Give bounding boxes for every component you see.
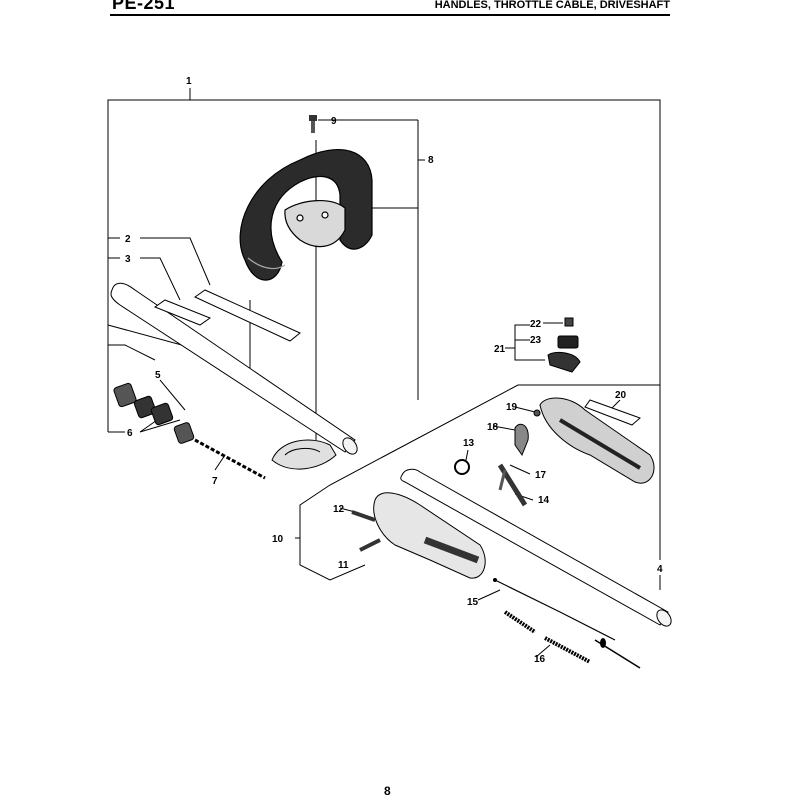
callout-12: 12 [333,504,345,515]
section-title: HANDLES, THROTTLE CABLE, DRIVESHAFT [434,0,670,11]
callout-2: 2 [125,234,131,245]
throttle-small-parts [454,409,541,507]
callout-4: 4 [657,564,663,575]
leader-line-5 [108,344,186,411]
rear-handle-part [373,492,486,579]
leader-line-21 [505,324,545,361]
loop-handle-part [239,149,373,281]
callout-22: 22 [530,319,542,330]
drive-cable-part [194,438,266,480]
callout-9: 9 [331,116,337,127]
callout-21: 21 [494,344,506,355]
leader-line-15 [477,589,501,601]
page-number: 8 [384,784,391,798]
leader-line-1 [107,88,661,560]
leader-line-16 [535,644,551,658]
stop-switch-parts [547,317,581,373]
callout-19: 19 [506,402,518,413]
callout-3: 3 [125,254,131,265]
upper-tube-part [110,282,358,455]
callout-14: 14 [538,495,550,506]
handle-screws-parts [351,510,381,552]
leader-line-18 [492,425,516,431]
grip-sticker-parts [153,289,301,342]
leader-line-3 [140,257,181,301]
throttle-cable-part [493,578,616,641]
callout-6: 6 [127,428,133,439]
callout-8: 8 [428,155,434,166]
callout-10: 10 [272,534,284,545]
callout-18: 18 [487,422,499,433]
callout-13: 13 [463,438,475,449]
model-number: PE-251 [112,0,176,13]
handle-screw-part [309,115,317,133]
callout-20: 20 [615,390,627,401]
handle-clamp-part [271,439,337,470]
leader-line-2 [140,237,211,286]
callout-1: 1 [186,76,192,87]
throttle-housing-part [539,397,655,484]
callout-23: 23 [530,335,542,346]
leader-line-8 [372,120,425,400]
callout-7: 7 [212,476,218,487]
header-rule [110,14,670,16]
spring-parts [503,610,641,669]
leader-line-19 [514,406,536,413]
leader-line-10 [295,384,660,581]
callout-11: 11 [338,560,349,571]
collar-nut-parts [113,382,195,444]
callout-16: 16 [534,654,546,665]
callout-17: 17 [535,470,547,481]
callout-5: 5 [155,370,161,381]
main-tube-part [400,468,672,627]
leader-line-17 [509,464,531,475]
callout-15: 15 [467,597,479,608]
leader-line-7 [214,454,226,471]
